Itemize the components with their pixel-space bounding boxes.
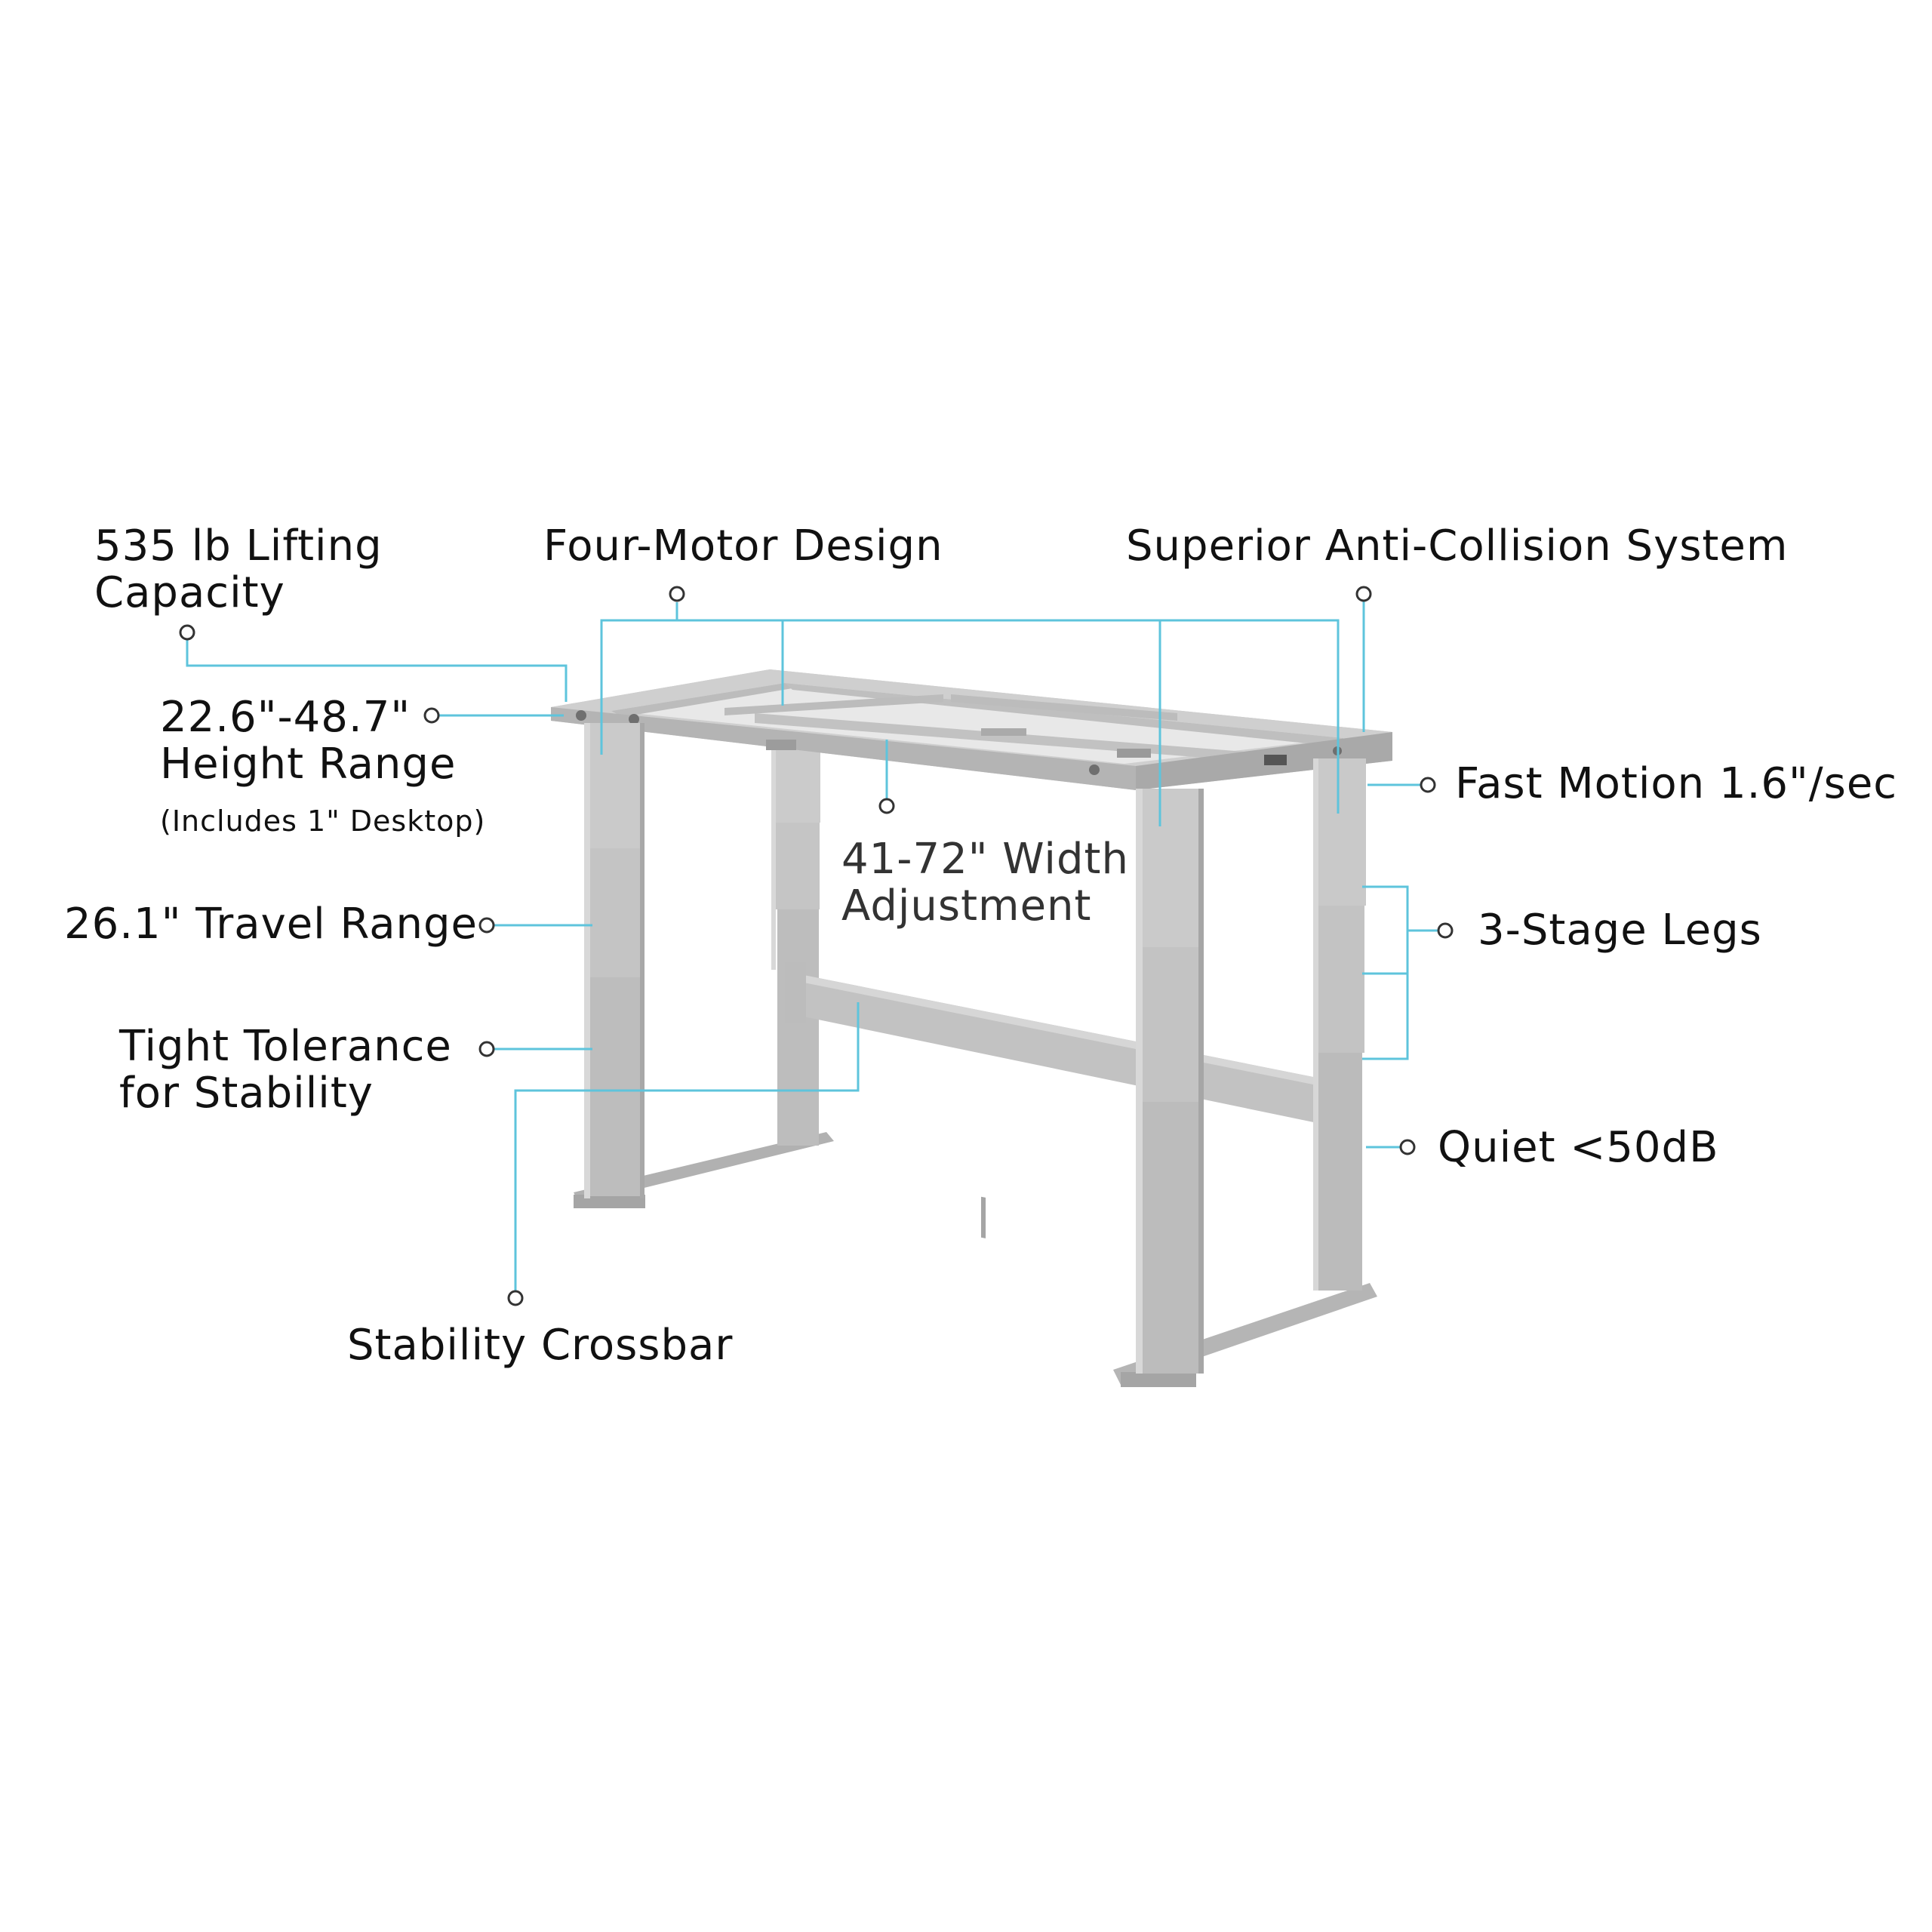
label-lifting-capacity-line1: 535 lb Lifting — [94, 521, 383, 571]
circle-outline-icon — [1420, 777, 1436, 793]
label-four-motor: Four-Motor Design — [543, 521, 943, 571]
back-right-leg — [1313, 758, 1366, 1291]
back-left-leg — [771, 736, 820, 1146]
label-height-range-note: (Includes 1" Desktop) — [160, 804, 486, 838]
stability-crossbar — [785, 962, 1324, 1238]
front-left-leg — [584, 723, 645, 1198]
circle-outline-icon — [1437, 922, 1454, 939]
callout-line-crossbar — [514, 1002, 860, 1292]
label-tight-tolerance: Tight Tolerance for Stability — [119, 1023, 452, 1117]
circle-outline-icon — [1355, 586, 1372, 602]
desk-frame — [551, 669, 1392, 1387]
label-lifting-capacity-line2: Capacity — [94, 568, 285, 617]
label-width-adjustment: 41-72" Width Adjustment — [841, 836, 1129, 930]
callout-line-lifting — [186, 639, 568, 702]
circle-outline-icon — [179, 624, 195, 641]
label-three-stage-legs: 3-Stage Legs — [1478, 906, 1762, 955]
callout-line-four-motor-top — [601, 619, 1340, 814]
circle-outline-icon — [423, 707, 440, 724]
callout-markers — [179, 586, 1454, 1306]
label-travel-range: 26.1" Travel Range — [64, 900, 478, 949]
label-quiet: Quiet <50dB — [1438, 1123, 1719, 1172]
front-right-leg — [1136, 789, 1204, 1374]
frame-top — [551, 669, 1392, 790]
circle-outline-icon — [478, 917, 495, 934]
label-height-range-line2: Height Range — [160, 740, 457, 789]
label-width-adjustment-line2: Adjustment — [841, 881, 1092, 931]
label-lifting-capacity: 535 lb Lifting Capacity — [94, 523, 383, 617]
label-height-range-line1: 22.6"-48.7" — [160, 693, 411, 742]
label-anti-collision: Superior Anti-Collision System — [1126, 521, 1789, 571]
label-stability-crossbar: Stability Crossbar — [347, 1321, 734, 1370]
circle-outline-icon — [478, 1041, 495, 1057]
circle-outline-icon — [878, 798, 895, 814]
callout-lines — [186, 601, 1438, 1292]
circle-outline-icon — [1399, 1139, 1416, 1155]
circle-outline-icon — [669, 586, 685, 602]
label-tight-tolerance-line1: Tight Tolerance — [119, 1022, 452, 1071]
label-height-range: 22.6"-48.7" Height Range — [160, 694, 456, 788]
label-fast-motion: Fast Motion 1.6"/sec — [1455, 759, 1898, 808]
label-width-adjustment-line1: 41-72" Width — [841, 835, 1129, 884]
circle-outline-icon — [507, 1290, 524, 1306]
label-tight-tolerance-line2: for Stability — [119, 1069, 374, 1118]
